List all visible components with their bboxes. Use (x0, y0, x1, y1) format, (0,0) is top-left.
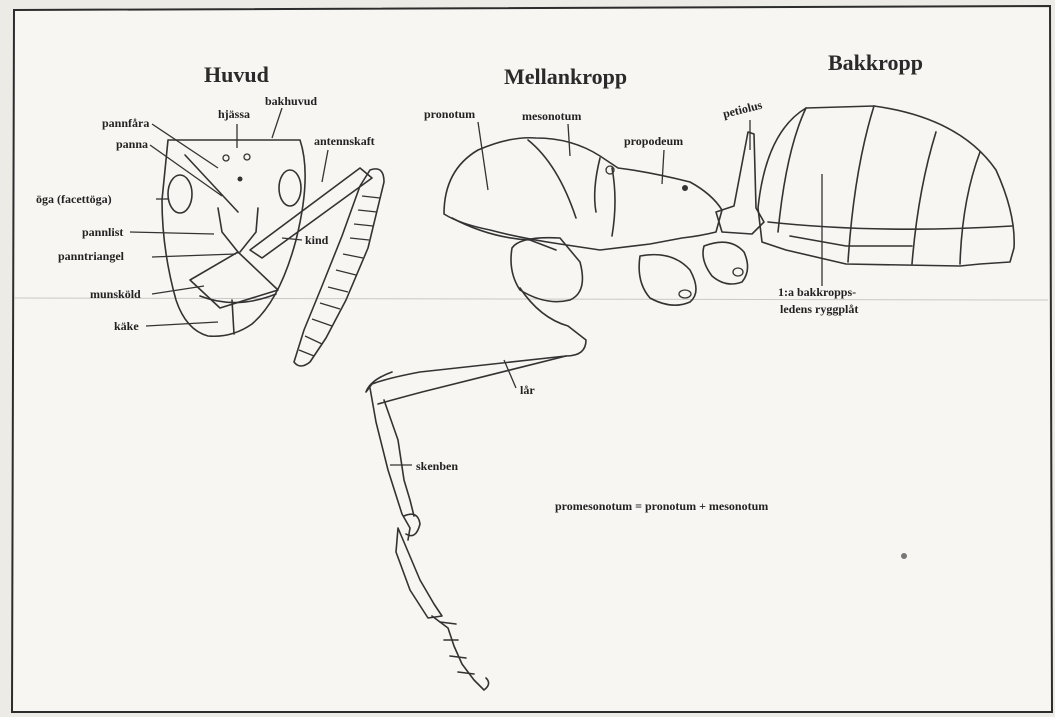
label-kake: käke (114, 319, 139, 333)
label-ryggplat-line2: ledens ryggplåt (780, 302, 858, 316)
label-panna: panna (116, 137, 148, 151)
spiracle-propodeum (682, 185, 688, 191)
label-antennskaft: antennskaft (314, 134, 375, 148)
label-munskold: munsköld (90, 287, 141, 301)
label-pannfara: pannfåra (102, 116, 149, 130)
label-formula: promesonotum = pronotum + mesonotum (555, 499, 768, 513)
label-panntriangel: panntriangel (58, 249, 125, 263)
label-ryggplat-line1: 1:a bakkropps- (778, 285, 856, 299)
label-pronotum: pronotum (424, 107, 475, 121)
label-pannlist: pannlist (82, 225, 123, 239)
label-oga: öga (facettöga) (36, 192, 112, 206)
label-bakhuvud: bakhuvud (265, 94, 317, 108)
ocellus-median (238, 177, 243, 182)
label-mesonotum: mesonotum (522, 109, 581, 123)
label-kind: kind (305, 233, 329, 247)
label-lar: lår (520, 383, 535, 397)
label-skenben: skenben (416, 459, 458, 473)
section-head-title: Huvud (204, 62, 269, 87)
label-hjassa: hjässa (218, 107, 250, 121)
section-mesosoma-title: Mellankropp (504, 64, 627, 89)
label-propodeum: propodeum (624, 134, 683, 148)
scan-speck (901, 553, 907, 559)
section-gaster-title: Bakkropp (828, 50, 923, 75)
